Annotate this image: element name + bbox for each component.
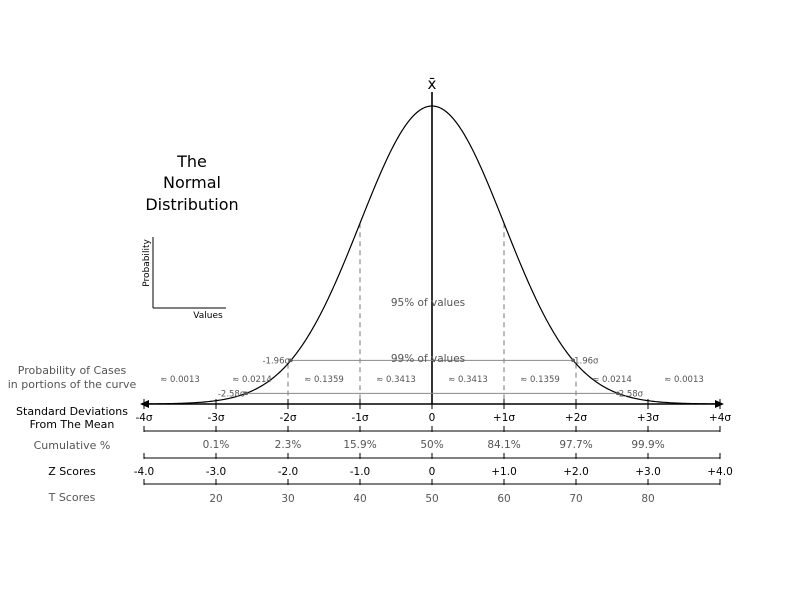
mean-symbol: x̄ [428, 75, 437, 93]
range-95-label: 95% of values [391, 297, 465, 309]
inset-axes: Probability Values [142, 237, 226, 321]
sd-tick-label: +3σ [637, 412, 659, 424]
sd-tick-label: -4σ [135, 412, 152, 424]
scale-label: -4.0 [134, 466, 155, 478]
range-99-label: 99% of values [391, 353, 465, 365]
scale-label: 80 [641, 493, 654, 505]
z-score-row: -4.0 -3.0 -2.0 -1.0 0 +1.0 +2.0 +3.0 +4.0 [134, 453, 733, 478]
scale-label: 99.9% [631, 439, 664, 451]
range-99-right-label: 2.58σ [619, 389, 644, 399]
cumulative-row-label: Cumulative % [34, 439, 111, 452]
cumulative-row: 0.1% 2.3% 15.9% 50% 84.1% 97.7% 99.9% [143, 426, 721, 451]
title-line-2: Normal [163, 173, 221, 192]
probability-row-label-2: in portions of the curve [8, 378, 137, 391]
scale-label: 0.1% [203, 439, 230, 451]
probability-label: ≈ 0.0214 [592, 375, 632, 385]
scale-label: 40 [353, 493, 366, 505]
range-95-left-label: -1.96σ [262, 356, 290, 366]
scale-label: 50% [420, 439, 443, 451]
scale-label: 30 [281, 493, 294, 505]
sd-tick-label: +1σ [493, 412, 515, 424]
scale-label: -3.0 [206, 466, 227, 478]
scale-label: 84.1% [487, 439, 520, 451]
inset-y-label: Probability [142, 239, 152, 287]
sd-tick-label: -3σ [207, 412, 224, 424]
probability-label: ≈ 0.1359 [520, 375, 560, 385]
scale-label: -1.0 [350, 466, 371, 478]
probability-row: ≈ 0.0013 ≈ 0.0214 ≈ 0.1359 ≈ 0.3413 ≈ 0.3413… [160, 375, 704, 385]
probability-label: ≈ 0.0013 [160, 375, 200, 385]
range-endpoint [571, 358, 575, 363]
range-endpoint [615, 391, 620, 396]
range-endpoint [244, 391, 249, 396]
scale-label: 2.3% [275, 439, 302, 451]
scale-label: 15.9% [343, 439, 376, 451]
scale-label: 0 [429, 466, 436, 478]
probability-row-label-1: Probability of Cases [18, 364, 127, 377]
title-line-1: The [176, 152, 207, 171]
range-99-left-label: -2.58σ [218, 389, 246, 399]
z-row-label: Z Scores [48, 465, 96, 478]
probability-label: ≈ 0.3413 [376, 375, 416, 385]
sd-tick-label: +2σ [565, 412, 587, 424]
scale-label: 97.7% [559, 439, 592, 451]
scale-label: +3.0 [635, 466, 661, 478]
scale-label: +4.0 [707, 466, 733, 478]
scale-label: -2.0 [278, 466, 299, 478]
confidence-ranges: -1.96σ 1.96σ 95% of values -2.58σ 2.58σ … [218, 297, 644, 399]
sd-row-label-1: Standard Deviations [16, 405, 128, 418]
sd-tick-label: -2σ [279, 412, 296, 424]
sd-tick-label: +4σ [709, 412, 731, 424]
probability-label: ≈ 0.0214 [232, 375, 272, 385]
t-score-row: 20 30 40 50 60 70 80 [143, 479, 721, 505]
sd-tick-label: -1σ [351, 412, 368, 424]
scale-label: +1.0 [491, 466, 517, 478]
sd-axis: -4σ -3σ -2σ -1σ 0 +1σ +2σ +3σ +4σ [135, 399, 731, 424]
scale-label: 20 [209, 493, 222, 505]
scale-label: 70 [569, 493, 582, 505]
scale-label: 50 [425, 493, 438, 505]
t-row-label: T Scores [48, 491, 96, 504]
inset-x-label: Values [193, 311, 223, 321]
probability-label: ≈ 0.0013 [664, 375, 704, 385]
sd-row-label-2: From The Mean [30, 418, 115, 431]
probability-label: ≈ 0.3413 [448, 375, 488, 385]
range-endpoint [289, 358, 293, 363]
sd-tick-label: 0 [429, 412, 436, 424]
scale-label: 60 [497, 493, 510, 505]
title-line-3: Distribution [145, 195, 238, 214]
scale-label: +2.0 [563, 466, 589, 478]
probability-label: ≈ 0.1359 [304, 375, 344, 385]
range-95-right-label: 1.96σ [574, 356, 599, 366]
